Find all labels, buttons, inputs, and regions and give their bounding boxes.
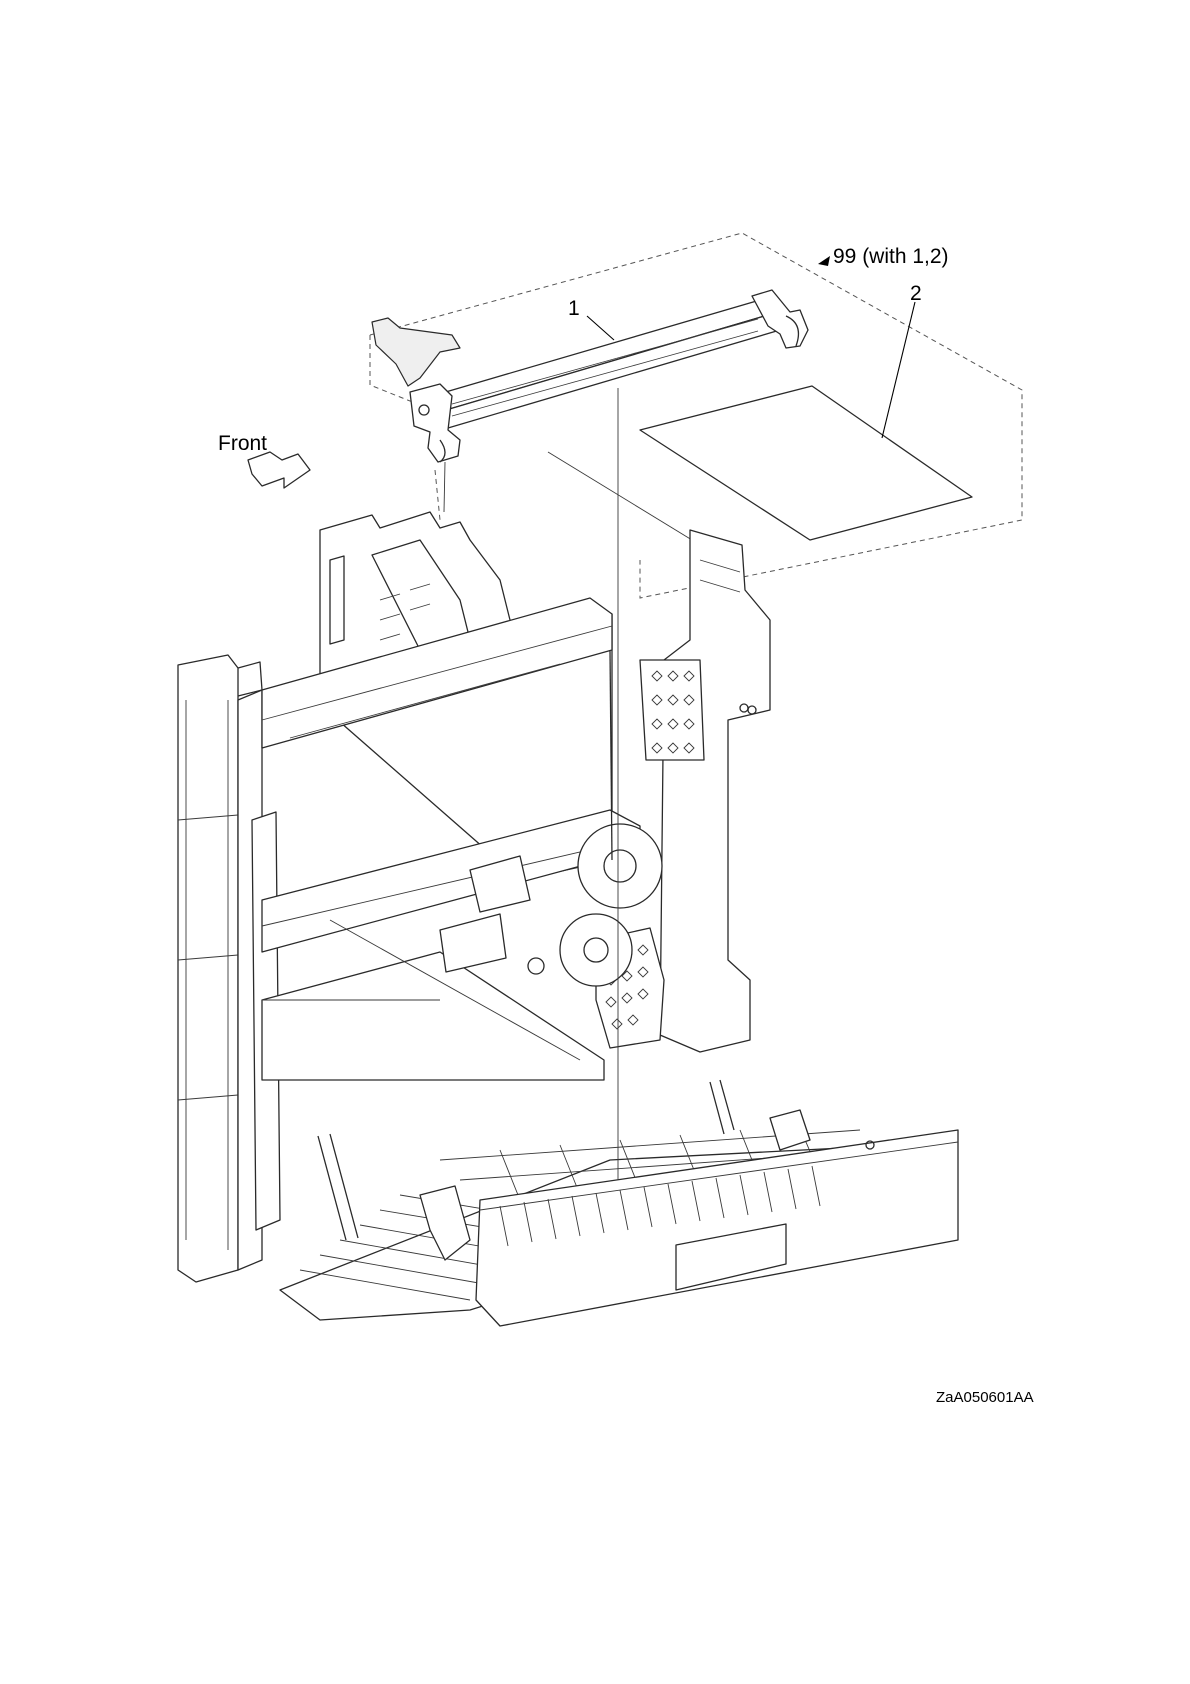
front-door-tray [280, 1110, 958, 1326]
perforated-plate [640, 660, 704, 760]
callout-2-label: 2 [910, 282, 922, 305]
callout-1-label: 1 [568, 297, 580, 320]
callout-99-label: 99 (with 1,2) [833, 245, 949, 268]
part-2-sheet [548, 386, 972, 540]
figure-id-label: ZaA050601AA [936, 1389, 1034, 1406]
front-label: Front [218, 432, 267, 455]
front-arrow-icon [248, 452, 310, 488]
callout-99-arrow-icon [818, 256, 830, 266]
